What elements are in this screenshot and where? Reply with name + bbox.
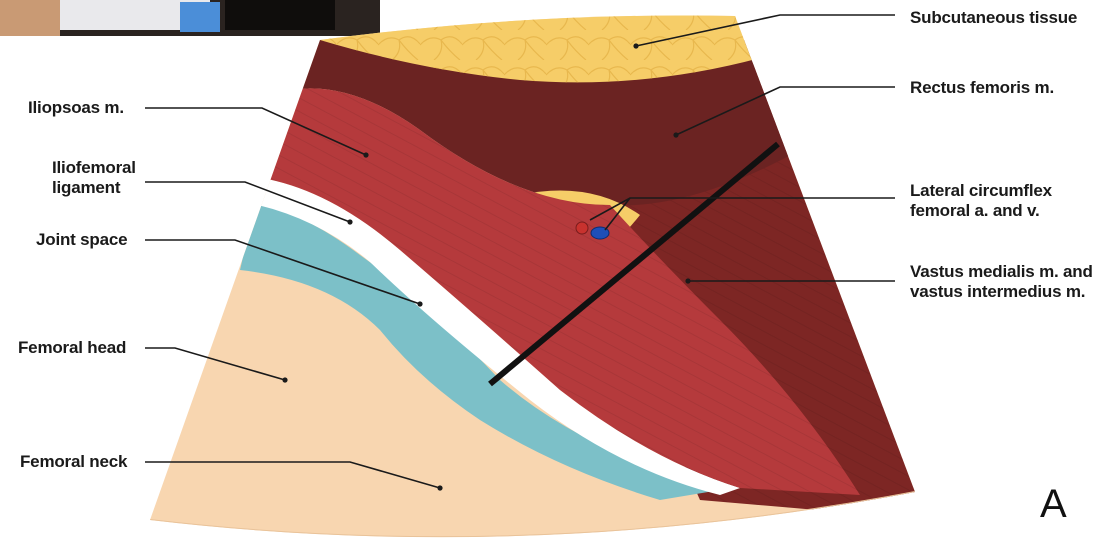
label-subcutaneous-tissue: Subcutaneous tissue [910,8,1077,28]
label-iliopsoas: Iliopsoas m. [28,98,124,118]
label-iliofemoral-ligament: Iliofemoral ligament [52,158,136,198]
panel-letter: A [1040,482,1067,527]
label-lateral-circumflex: Lateral circumflex femoral a. and v. [910,181,1052,221]
label-rectus-femoris: Rectus femoris m. [910,78,1054,98]
label-femoral-head: Femoral head [18,338,126,358]
artery-dot [576,222,588,234]
video-overlay-fragment [0,0,380,36]
label-femoral-neck: Femoral neck [20,452,127,472]
label-vastus: Vastus medialis m. and vastus intermediu… [910,262,1093,302]
label-joint-space: Joint space [36,230,127,250]
